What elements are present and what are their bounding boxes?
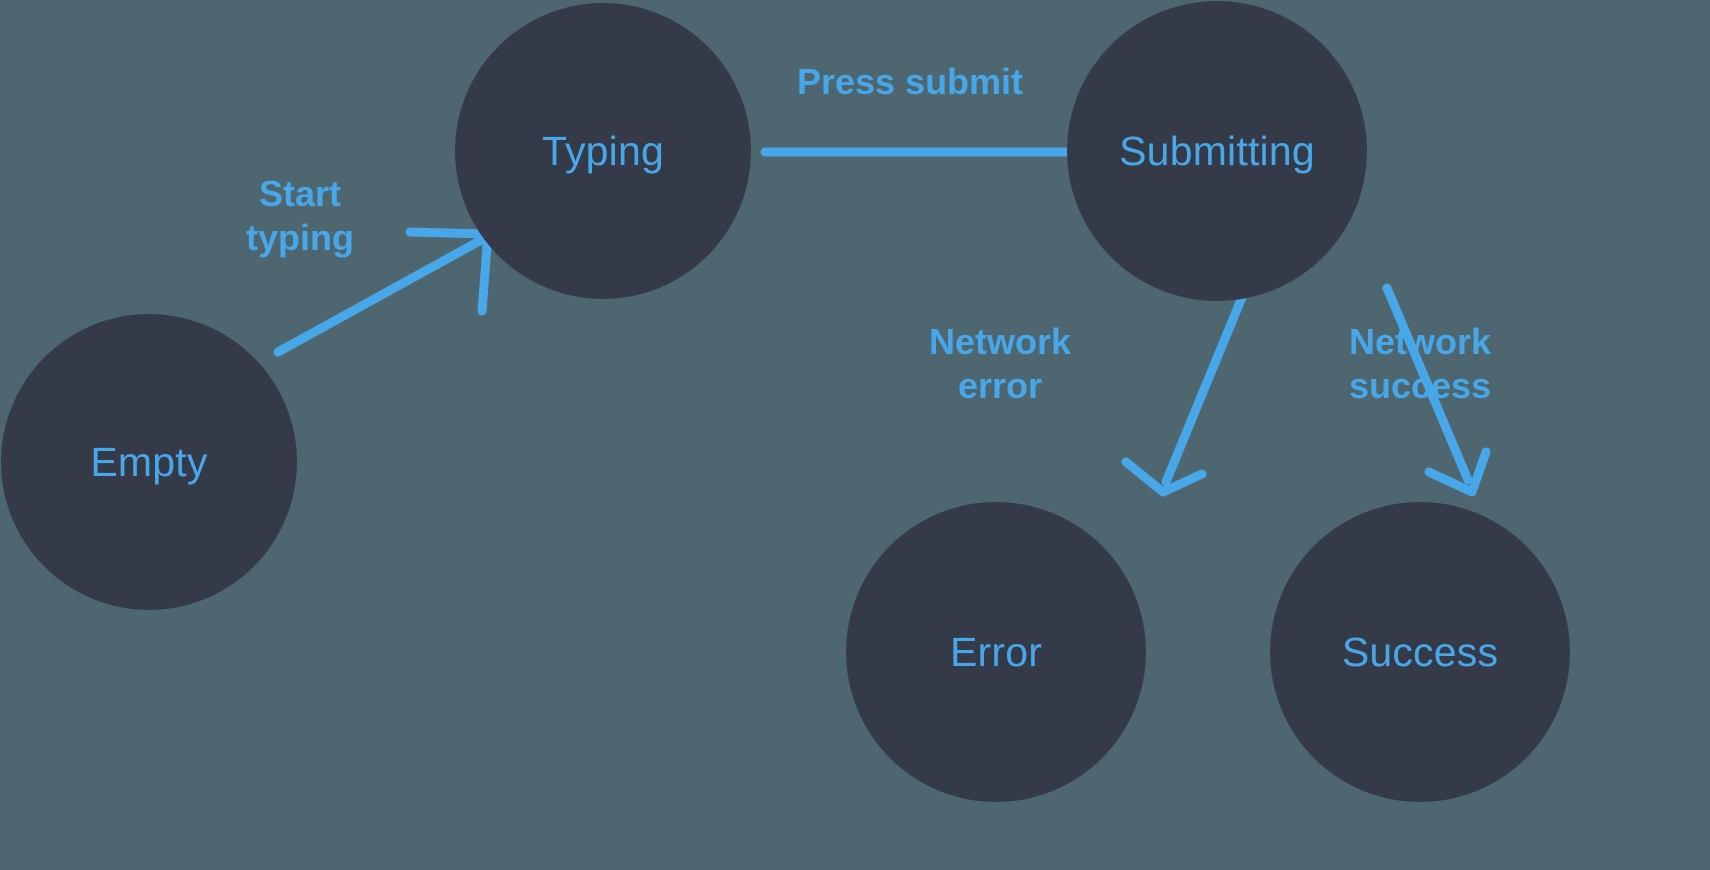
state-node-success[interactable]: Success (1270, 502, 1570, 802)
transition-label-press-submit: Press submit (796, 61, 1024, 102)
state-label-error: Error (949, 628, 1043, 675)
transition-arrow-network-error[interactable] (1121, 285, 1250, 497)
state-node-empty[interactable]: Empty (1, 314, 297, 610)
transition-arrow-network-success[interactable] (1382, 283, 1491, 497)
transition-label-network-success: Network success (1348, 321, 1492, 406)
state-label-typing: Typing (542, 127, 664, 174)
state-node-submitting[interactable]: Submitting (1067, 1, 1367, 301)
transition-label-start-typing: Start typing (246, 173, 354, 258)
state-label-success: Success (1341, 628, 1499, 675)
state-node-error[interactable]: Error (846, 502, 1146, 802)
transition-label-network-error: Network error (928, 321, 1072, 406)
state-label-empty: Empty (90, 438, 208, 485)
state-node-typing[interactable]: Typing (455, 3, 751, 299)
state-label-submitting: Submitting (1119, 127, 1315, 174)
